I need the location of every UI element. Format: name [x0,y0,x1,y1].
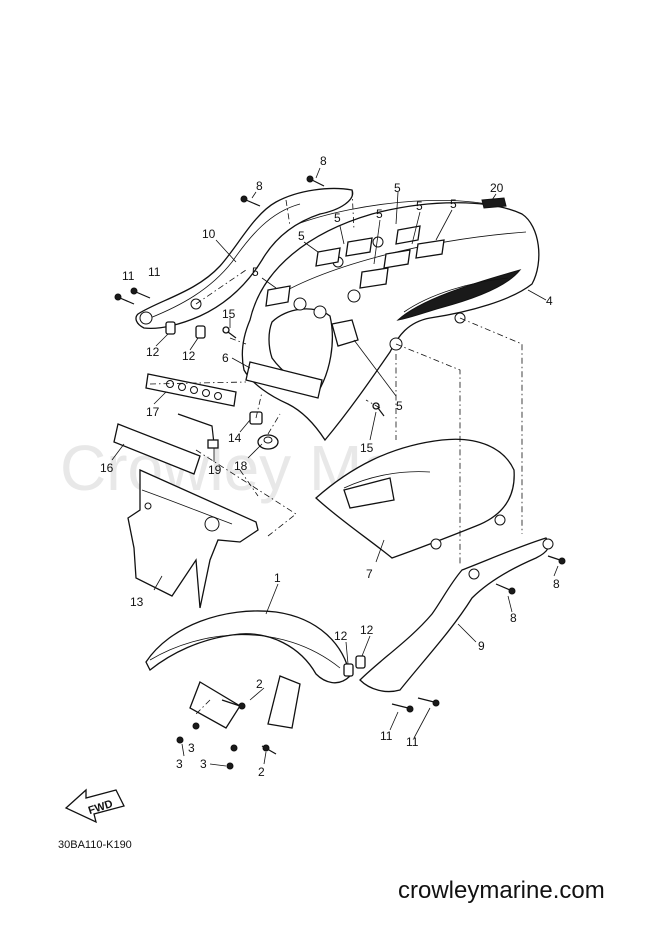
callout-5h: 5 [396,399,403,413]
callout-15b: 15 [360,441,374,455]
rear-fender-part [241,199,540,442]
bolt-11a [114,293,135,305]
bolt-3c [226,744,238,770]
callout-5b: 5 [334,211,341,225]
callout-11b: 11 [148,265,161,279]
inner-fender-7 [315,438,515,559]
fwd-arrow-icon: FWD [64,788,125,824]
callout-5g: 5 [252,265,259,279]
callout-12b: 12 [182,349,196,363]
reflector-6 [245,361,323,399]
callout-numbers: 1 2 2 3 3 3 4 5 5 5 5 5 5 5 5 6 7 8 8 8 … [100,154,560,779]
callout-5f: 5 [298,229,305,243]
mud-flap-13 [127,468,259,609]
callout-10: 10 [202,227,216,241]
collar-18 [257,434,279,450]
left-grab-bar [135,187,354,330]
wire-19 [177,413,219,449]
site-url: crowleymarine.com [398,877,605,904]
callout-18: 18 [234,459,248,473]
callout-12c: 12 [334,629,348,643]
bolt-8a [240,195,261,207]
callout-17: 17 [146,405,160,419]
leader-lines [111,167,559,767]
callout-9: 9 [478,639,485,653]
callout-11d: 11 [406,735,419,749]
diagram-code: 30BA110-K190 [58,839,132,851]
callout-2b: 2 [258,765,265,779]
screw-15a [222,326,237,339]
front-fender-1 [145,610,351,729]
bolt-8b [306,175,325,187]
collar-12a [165,321,176,335]
bolt-11b [130,287,151,299]
callout-6: 6 [222,351,229,365]
callout-5d: 5 [416,199,423,213]
callout-12a: 12 [146,345,160,359]
collar-12d [355,655,366,669]
callout-4: 4 [546,294,553,308]
bolt-11c [391,703,414,713]
right-grab-bar [359,537,554,693]
callout-11a: 11 [122,269,135,283]
callout-15a: 15 [222,307,236,321]
reflector-16 [113,423,201,475]
callout-8a: 8 [320,154,327,168]
callout-2a: 2 [256,677,263,691]
screw-15b [372,402,385,417]
callout-20: 20 [490,181,504,195]
callout-13: 13 [130,595,144,609]
damper-pads [265,225,445,347]
caution-label [481,197,507,209]
bolt-2b [261,744,277,755]
bolt-8c [495,583,516,595]
bolts [114,175,566,770]
callout-14: 14 [228,431,242,445]
bolt-2a [221,699,246,710]
damper-14 [249,411,263,425]
callout-1: 1 [274,571,281,585]
callout-8d: 8 [553,577,560,591]
callout-12d: 12 [360,623,374,637]
callout-8b: 8 [256,179,263,193]
callout-7: 7 [366,567,373,581]
bolt-8d [547,555,566,565]
callout-16: 16 [100,461,114,475]
bolt-3b [192,722,200,730]
assembly-lines [149,189,523,715]
bracket-17 [145,373,237,407]
callout-11c: 11 [380,729,393,743]
callout-5e: 5 [450,197,457,211]
bolt-3a [176,736,184,744]
bolt-11d [417,697,440,707]
collar-12b [195,325,206,339]
collar-12c [343,663,354,677]
callout-19: 19 [208,463,222,477]
callout-3c: 3 [200,757,207,771]
callout-5a: 5 [394,181,401,195]
callout-5c: 5 [376,207,383,221]
callout-8c: 8 [510,611,517,625]
callout-3a: 3 [176,757,183,771]
callout-3b: 3 [188,741,195,755]
